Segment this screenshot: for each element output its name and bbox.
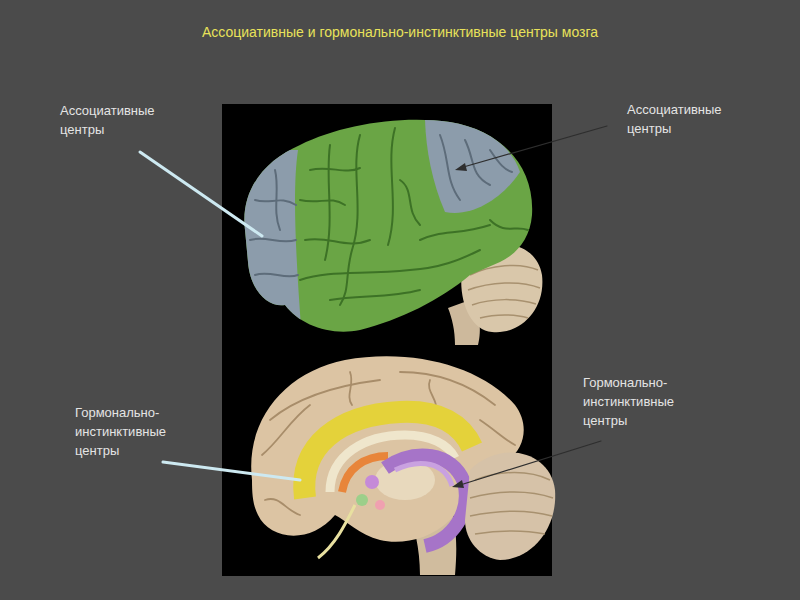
lateral-brain <box>240 120 542 345</box>
callout-label: Ассоциативные центры <box>60 101 172 139</box>
callout-label: Ассоциативные центры <box>627 100 739 138</box>
leader-lines <box>140 126 607 488</box>
callout-label: Гормонально-инстинктивные центры <box>583 373 705 430</box>
slide-title: Ассоциативные и гормонально-инстинктивны… <box>100 23 700 41</box>
medial-brain <box>251 356 555 575</box>
callout-label: Гормонально-инстинктивные центры <box>75 403 197 460</box>
